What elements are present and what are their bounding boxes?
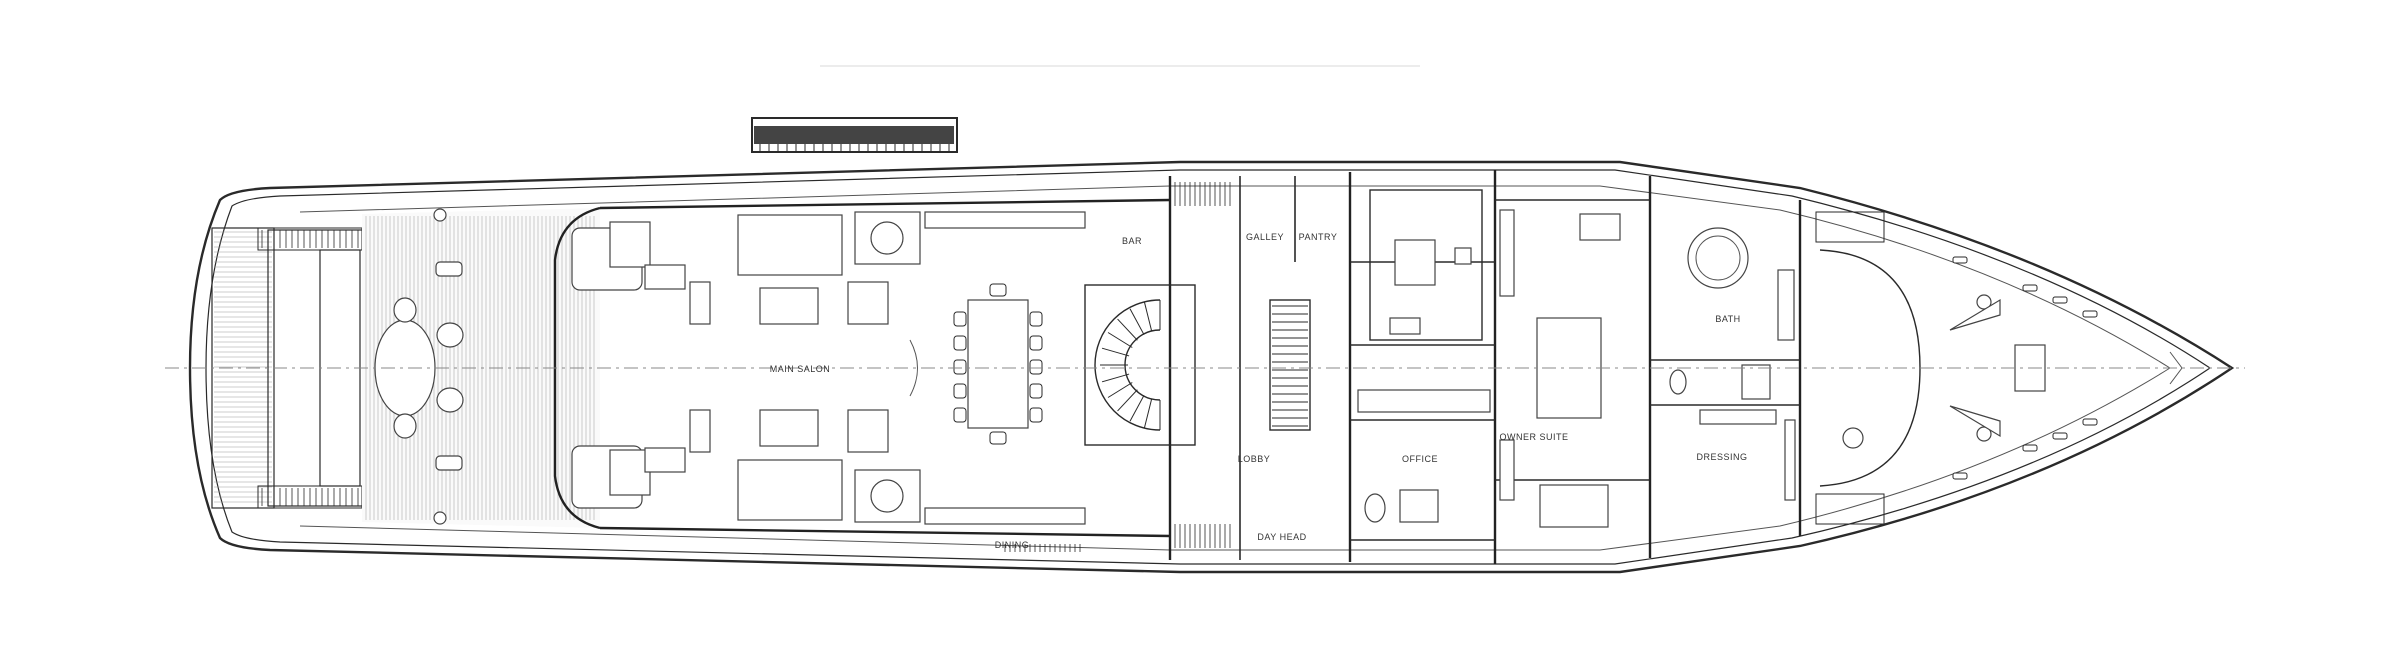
stair-step <box>1107 332 1133 348</box>
aft-deck <box>211 227 365 509</box>
chair-icon <box>393 413 417 439</box>
side-deck-rails <box>1004 182 1231 552</box>
toilet-icon <box>1669 369 1687 395</box>
label-bath: BATH <box>1715 314 1740 324</box>
dining-chair-icon <box>953 359 967 375</box>
label-dining: DINING <box>995 540 1030 550</box>
cleat-icon <box>2022 284 2038 292</box>
stair-step <box>1143 398 1153 428</box>
stool-icon <box>435 455 463 471</box>
galley-fixtures <box>1357 189 1796 528</box>
mast-element <box>751 117 958 153</box>
armchair-icon <box>689 281 711 325</box>
counter-icon <box>1357 389 1491 413</box>
toilet-icon <box>1364 493 1386 523</box>
staircase <box>1084 284 1311 446</box>
dining-table-group <box>953 283 1043 445</box>
cleat-icon <box>433 208 447 222</box>
label-day-head: DAY HEAD <box>1257 532 1306 542</box>
chair-icon <box>393 297 417 323</box>
stair-step <box>1107 382 1133 398</box>
label-pantry: PANTRY <box>1299 232 1338 242</box>
label-main-salon: MAIN SALON <box>770 364 831 374</box>
stair-step <box>1117 389 1138 412</box>
sofa-icon <box>1539 484 1609 528</box>
dining-chair-icon <box>1029 407 1043 423</box>
label-galley: GALLEY <box>1246 232 1284 242</box>
dining-chair-icon <box>953 311 967 327</box>
chair-icon <box>436 387 464 413</box>
dining-chair-icon <box>1029 383 1043 399</box>
shower-icon <box>1741 364 1771 400</box>
stool-icon <box>435 261 463 277</box>
label-dressing: DRESSING <box>1696 452 1747 462</box>
cleat-icon <box>1952 472 1968 480</box>
windlass-icon <box>1949 298 2001 331</box>
foredeck <box>1815 211 2183 525</box>
sideboard-icon <box>924 211 1086 229</box>
armchair-icon <box>689 409 711 453</box>
stair-step <box>1129 395 1145 422</box>
dining-chair-icon <box>1029 359 1043 375</box>
vanity-icon <box>1777 269 1795 341</box>
stair-step <box>1117 318 1138 341</box>
sofa-icon <box>737 459 843 521</box>
dining-chair-icon <box>953 383 967 399</box>
dining-chair-icon <box>953 335 967 351</box>
island-icon <box>1394 239 1436 286</box>
cleat-icon <box>2052 432 2068 440</box>
armchair-icon <box>847 409 889 453</box>
label-office: OFFICE <box>1402 454 1438 464</box>
cleat-icon <box>433 511 447 525</box>
cleat-icon <box>2052 296 2068 304</box>
stair-step <box>1101 373 1130 383</box>
coffee-table <box>759 409 819 447</box>
cleat-icon <box>2022 444 2038 452</box>
dining-chair-icon <box>989 431 1007 445</box>
stair-step <box>1143 302 1153 332</box>
sideboard-icon <box>924 507 1086 525</box>
coffee-table <box>759 287 819 325</box>
stove-icon <box>1454 247 1472 265</box>
cleat-icon <box>2082 418 2098 426</box>
dining-table <box>967 299 1029 429</box>
hull-inner-outline <box>205 169 2212 565</box>
label-owner-suite: OWNER SUITE <box>1499 432 1568 442</box>
windlass-icon <box>1949 405 2001 438</box>
label-lobby: LOBBY <box>1238 454 1271 464</box>
dining-chair-icon <box>953 407 967 423</box>
dining-chair-icon <box>1029 311 1043 327</box>
stair-step <box>1129 308 1145 335</box>
stair-step <box>1101 347 1130 357</box>
label-bar: BAR <box>1122 236 1142 246</box>
dining-chair-icon <box>1029 335 1043 351</box>
cleat-icon <box>1952 256 1968 264</box>
chair-icon <box>436 322 464 348</box>
sofa-icon <box>737 214 843 276</box>
washer-icon <box>1399 489 1439 523</box>
dining-chair-icon <box>989 283 1007 297</box>
armchair-icon <box>847 281 889 325</box>
hatch-icon <box>1842 427 1864 449</box>
bathtub-icon <box>1687 227 1749 289</box>
wardrobe-icon <box>1699 409 1777 425</box>
cleat-icon <box>2082 310 2098 318</box>
salon-furniture <box>571 211 1086 525</box>
hull-outline <box>188 160 2235 574</box>
